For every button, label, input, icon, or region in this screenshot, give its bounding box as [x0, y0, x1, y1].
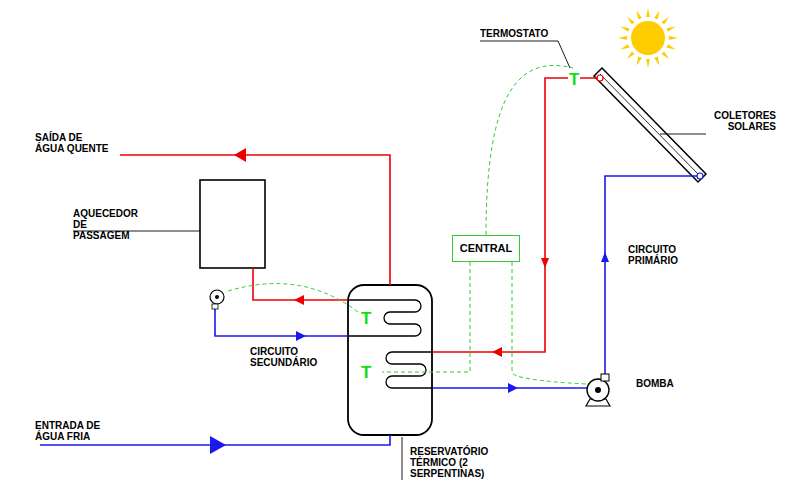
thermostat-mark: T — [360, 364, 372, 381]
collector-line — [600, 74, 700, 176]
flow-arrow — [234, 148, 246, 162]
hot-water-pipe — [120, 155, 390, 285]
sun-ray — [646, 59, 650, 68]
primary-hot-pipe — [432, 78, 600, 352]
primary-cold-pipe — [605, 176, 700, 380]
secondary-pump-symbol — [210, 290, 224, 309]
secondary-hot-pipe — [253, 268, 348, 300]
circuit-label: CIRCUITO PRIMÁRIO — [628, 244, 690, 266]
sun-ray — [661, 51, 669, 59]
thermostat-mark: T — [360, 310, 372, 327]
part-label: AQUECEDOR DE PASSAGEM — [73, 208, 145, 241]
sun-ray — [646, 8, 650, 17]
sun-ray — [620, 27, 629, 32]
sun-ray — [667, 27, 676, 32]
sun-ray — [618, 36, 627, 40]
pipe-joint — [597, 75, 603, 81]
flow-arrow — [541, 258, 549, 268]
pump-symbol — [586, 374, 610, 406]
lower-coil — [386, 352, 432, 388]
part-label: COLETORES SOLARES — [708, 110, 776, 132]
flow-arrow — [294, 295, 304, 305]
sun-ray — [637, 57, 642, 66]
solar-collector — [594, 68, 706, 182]
secondary-cold-pipe — [215, 304, 348, 336]
flow-arrow — [601, 252, 609, 262]
sun-ray — [627, 17, 635, 25]
thermal-reservoir — [348, 285, 432, 435]
sun-ray — [654, 57, 659, 66]
part-label: RESERVATÓRIO TÉRMICO (2 SERPENTINAS) — [410, 446, 502, 479]
sun-ray — [637, 10, 642, 19]
flow-arrow — [508, 383, 518, 393]
part-label: BOMBA — [636, 378, 696, 389]
sun-ray — [661, 17, 669, 25]
pipe-joint — [697, 173, 703, 179]
part-label: SAÍDA DE ÁGUA QUENTE — [35, 132, 111, 154]
part-label: ENTRADA DE ÁGUA FRIA — [35, 420, 105, 442]
sun-symbol — [618, 8, 678, 68]
sun-ray — [627, 51, 635, 59]
box-label: CENTRAL — [460, 242, 513, 255]
flow-arrow — [210, 436, 226, 454]
flow-arrow — [492, 347, 502, 357]
thermostat-mark: T — [568, 71, 580, 88]
flow-arrow — [296, 331, 306, 341]
passage-heater — [200, 180, 265, 268]
control-box: CENTRAL — [452, 235, 520, 262]
sun-ray — [669, 36, 678, 40]
upper-coil — [348, 300, 421, 336]
sun-ray — [620, 44, 629, 49]
leader-lines — [73, 41, 706, 480]
sun-ray — [667, 44, 676, 49]
circuit-label: CIRCUITO SECUNDÁRIO — [250, 346, 328, 368]
sun-disc — [631, 21, 665, 55]
part-label: TERMOSTATO — [480, 28, 570, 39]
sun-ray — [654, 10, 659, 19]
control-wiring — [225, 65, 586, 384]
